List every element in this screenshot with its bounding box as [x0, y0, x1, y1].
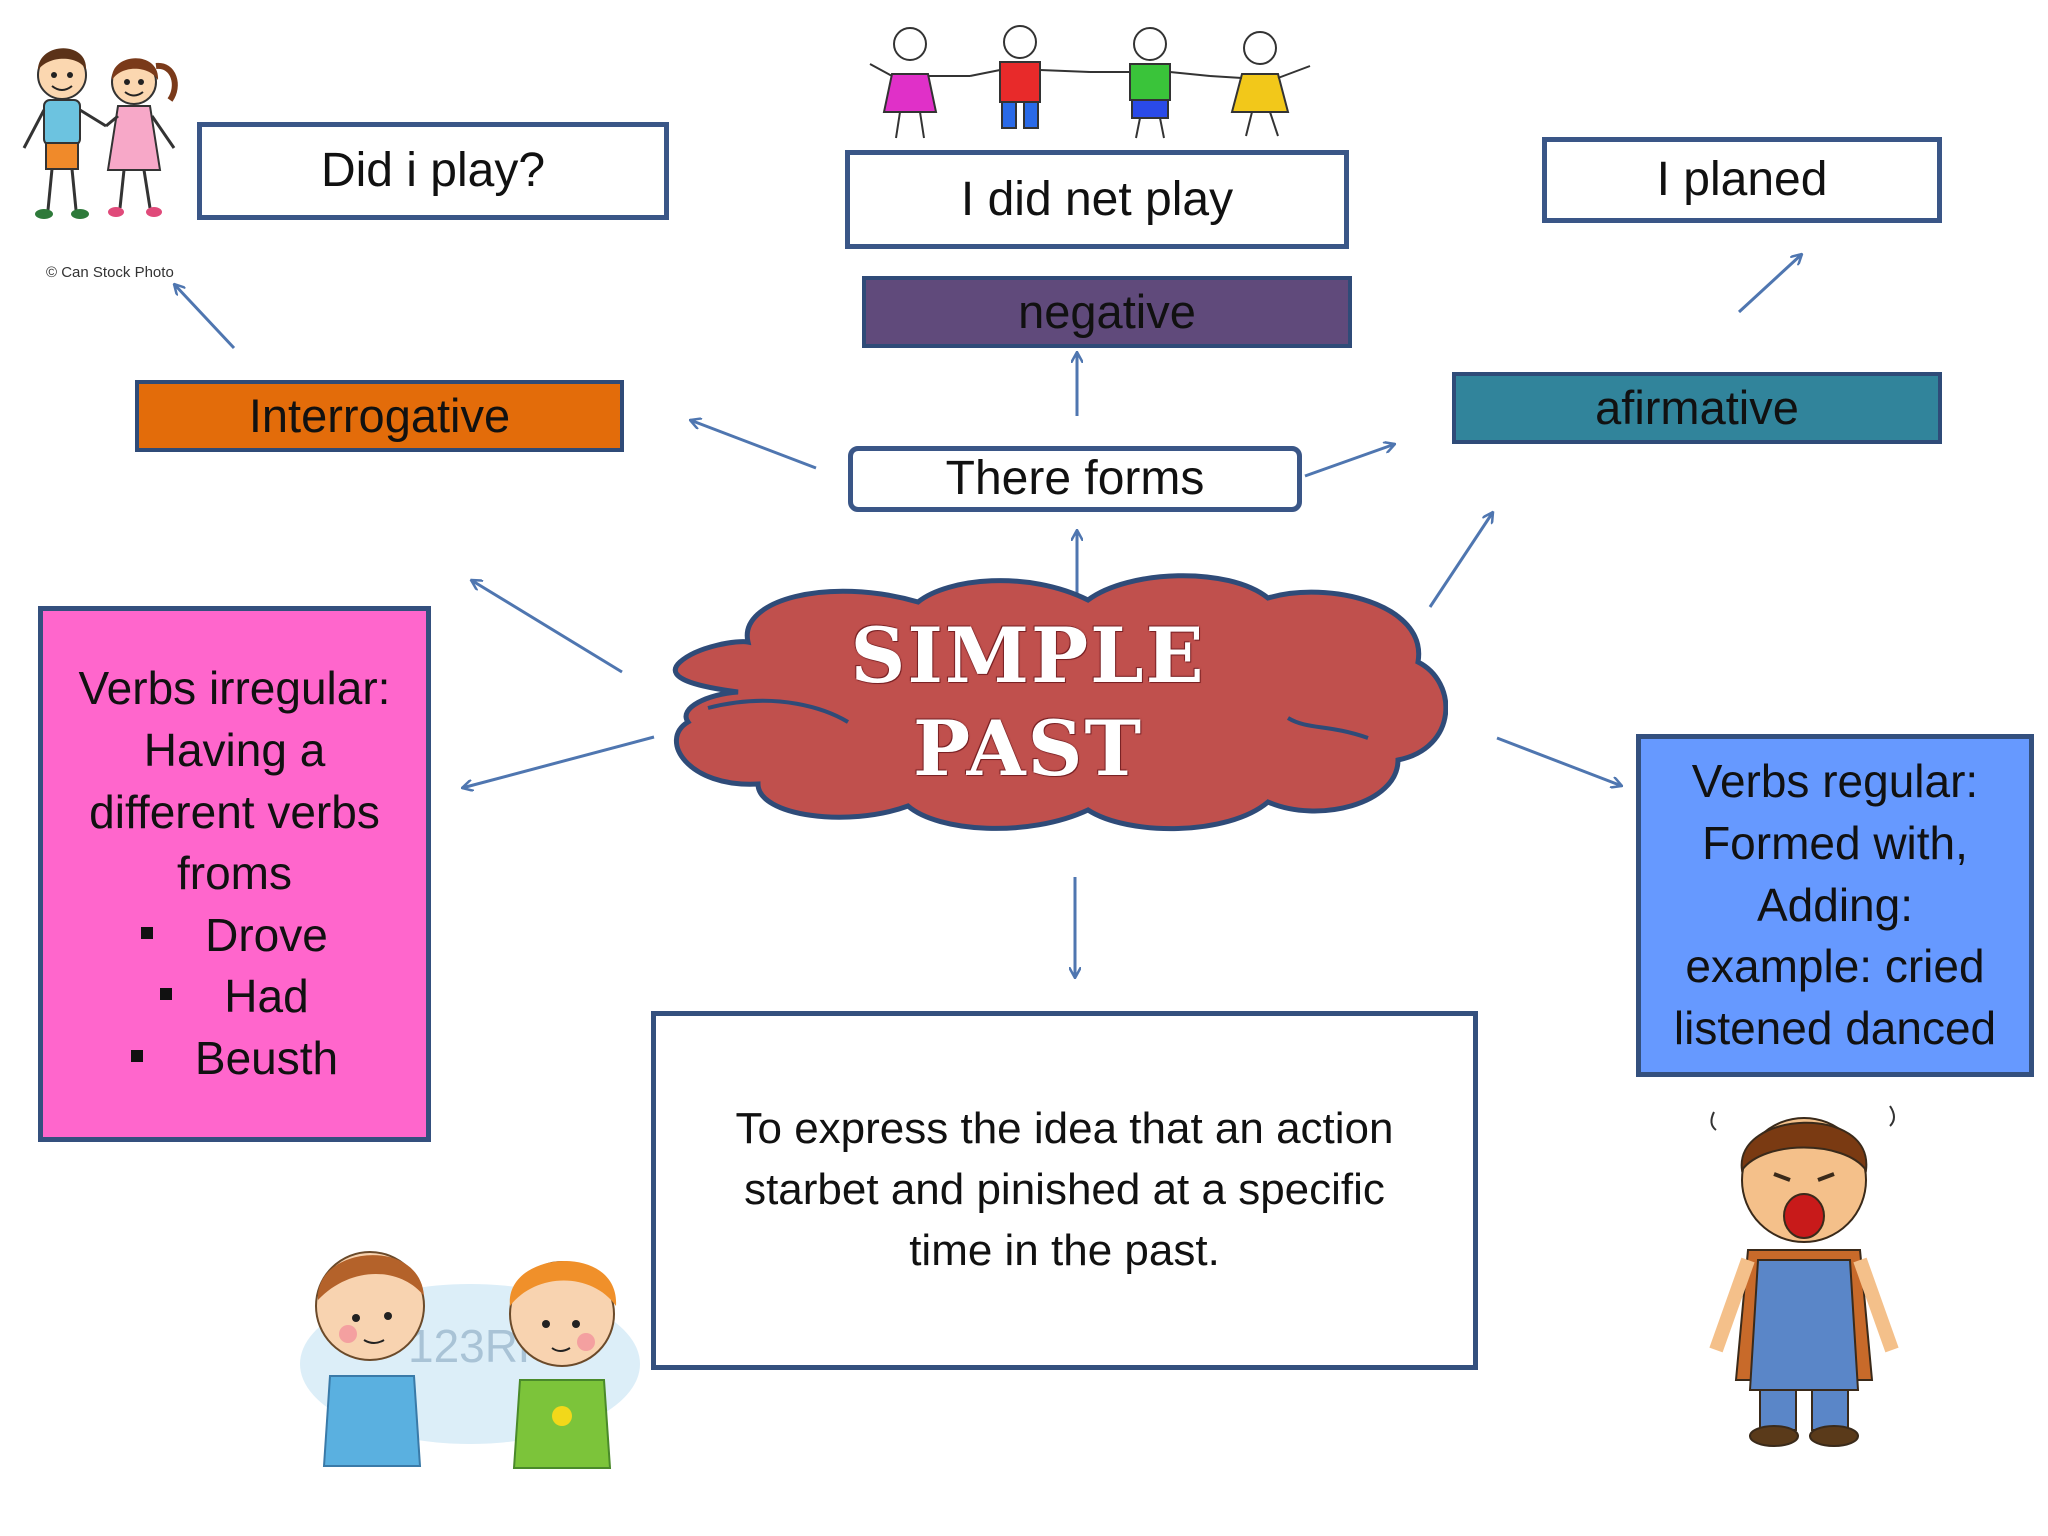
irregular-verbs-box: Verbs irregular: Having a different verb…	[38, 606, 431, 1142]
bullet-square-icon	[130, 1049, 143, 1062]
usage-line-3: time in the past.	[909, 1225, 1220, 1275]
bullet-text: Had	[224, 970, 309, 1023]
interrogative-label: Interrogative	[248, 388, 511, 442]
arrow-to-affirmative	[1304, 444, 1395, 478]
two-boys-talking-icon: 123RF	[290, 1236, 650, 1476]
regular-line-5: listened danced	[1673, 1001, 1997, 1054]
arrow-to-question-example	[174, 284, 236, 350]
arrow-to-interrogative	[690, 420, 817, 470]
negative-label: negative	[1018, 284, 1196, 338]
arrow-to-affirmative-example	[1737, 254, 1802, 314]
forms-label: There forms	[945, 452, 1205, 506]
arrow-to-affirmative-upper	[1428, 512, 1493, 608]
negative-example-box: I did net play	[845, 150, 1349, 249]
irregular-bullet-list: Drove Had Beusth	[130, 905, 339, 1090]
irregular-line-3: different verbs	[89, 785, 380, 838]
irregular-line-2: Having a	[143, 723, 326, 776]
regular-line-3: Adding:	[1756, 878, 1913, 931]
cloud-title-line2: PAST	[912, 703, 1144, 793]
regular-verbs-box: Verbs regular: Formed with, Adding: exam…	[1636, 734, 2034, 1077]
simple-past-cloud: SIMPLE PAST	[668, 570, 1448, 836]
affirmative-label-box: afirmative	[1452, 372, 1942, 444]
regular-line-4: example: cried	[1685, 940, 1985, 993]
bullet-text: Beusth	[194, 1032, 339, 1085]
bullet-text: Drove	[205, 908, 328, 961]
arrow-to-upper-left	[471, 580, 623, 674]
interrogative-example-box: Did i play?	[197, 122, 669, 220]
regular-line-1: Verbs regular:	[1691, 755, 1979, 808]
usage-box: To express the idea that an action starb…	[651, 1011, 1478, 1370]
arrow-to-irregular	[462, 735, 655, 788]
negative-example: I did net play	[960, 172, 1234, 226]
cloud-title: SIMPLE PAST	[668, 610, 1388, 795]
usage-line-2: starbet and pinished at a specific	[744, 1165, 1385, 1215]
cloud-title-line1: SIMPLE	[850, 611, 1206, 700]
bullet-square-icon	[160, 988, 173, 1001]
affirmative-example-box: I planed	[1542, 137, 1942, 223]
affirmative-label: afirmative	[1595, 380, 1799, 434]
regular-line-2: Formed with,	[1702, 817, 1968, 870]
boy-girl-holding-hands-icon	[10, 30, 185, 240]
usage-line-1: To express the idea that an action	[735, 1104, 1394, 1154]
negative-label-box: negative	[862, 276, 1352, 348]
cloud-shape	[672, 573, 1448, 832]
stock-credit-top-left: © Can Stock Photo	[46, 264, 174, 281]
interrogative-label-box: Interrogative	[135, 380, 624, 452]
irregular-line-4: froms	[177, 847, 292, 900]
affirmative-example: I planed	[1656, 153, 1828, 207]
forms-box: There forms	[848, 446, 1302, 512]
arrow-to-regular	[1496, 736, 1622, 786]
bullet-item: Beusth	[130, 1028, 339, 1090]
bullet-item: Had	[131, 966, 338, 1028]
crying-boy-icon	[1694, 1090, 1914, 1450]
four-kids-holding-hands-icon	[860, 14, 1330, 144]
bullet-item: Drove	[131, 905, 338, 967]
interrogative-example: Did i play?	[320, 144, 546, 198]
bullet-square-icon	[141, 926, 154, 939]
irregular-line-1: Verbs irregular:	[78, 662, 391, 715]
